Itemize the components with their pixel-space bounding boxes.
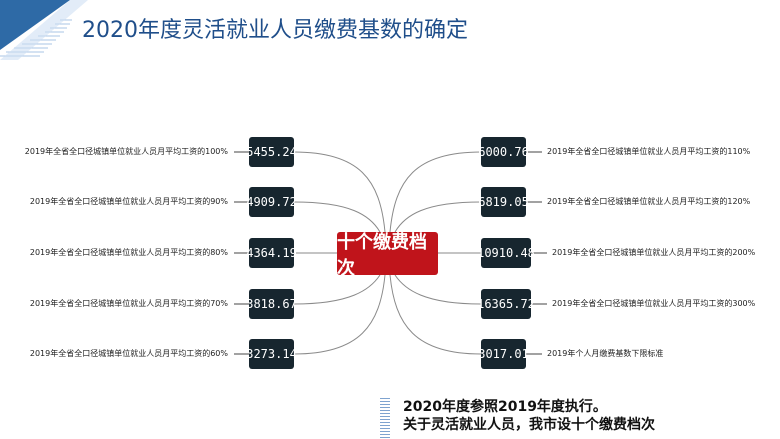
value-box: 6819.05 <box>478 187 529 217</box>
item-label: 2019年全省全口径城镇单位就业人员月平均工资的70% <box>29 299 228 308</box>
note-line-2: 关于灵活就业人员，我市设十个缴费档次 <box>403 417 655 433</box>
value-box: 10910.48 <box>477 238 535 268</box>
item-label: 2019年全省全口径城镇单位就业人员月平均工资的300% <box>552 299 756 308</box>
item-label: 2019年全省全口径城镇单位就业人员月平均工资的90% <box>29 197 228 206</box>
value-box: 3017.01 <box>478 339 529 369</box>
page-title: 2020年度灵活就业人员缴费基数的确定 <box>82 18 468 43</box>
item-label: 2019年个人月缴费基数下限标准 <box>547 349 664 358</box>
item-label: 2019年全省全口径城镇单位就业人员月平均工资的120% <box>547 197 751 206</box>
summary-note: 2020年度参照2019年度执行。 关于灵活就业人员，我市设十个缴费档次 <box>403 398 655 434</box>
item-label: 2019年全省全口径城镇单位就业人员月平均工资的100% <box>24 147 228 156</box>
value-box: 3273.14 <box>246 339 297 369</box>
item-label: 2019年全省全口径城镇单位就业人员月平均工资的60% <box>29 349 228 358</box>
item-label: 2019年全省全口径城镇单位就业人员月平均工资的200% <box>552 248 756 257</box>
value-box: 4909.72 <box>246 187 297 217</box>
value-box: 6000.76 <box>478 137 529 167</box>
value-box: 5455.24 <box>246 137 297 167</box>
corner-decoration <box>0 0 88 60</box>
center-node: 十个缴费档次 <box>337 232 438 279</box>
value-box: 16365.72 <box>477 289 535 319</box>
item-label: 2019年全省全口径城镇单位就业人员月平均工资的80% <box>29 248 228 257</box>
item-label: 2019年全省全口径城镇单位就业人员月平均工资的110% <box>547 147 751 156</box>
value-box: 4364.19 <box>246 238 297 268</box>
note-line-1: 2020年度参照2019年度执行。 <box>403 399 607 415</box>
value-box: 3818.67 <box>246 289 297 319</box>
stripe-decoration <box>380 398 390 439</box>
